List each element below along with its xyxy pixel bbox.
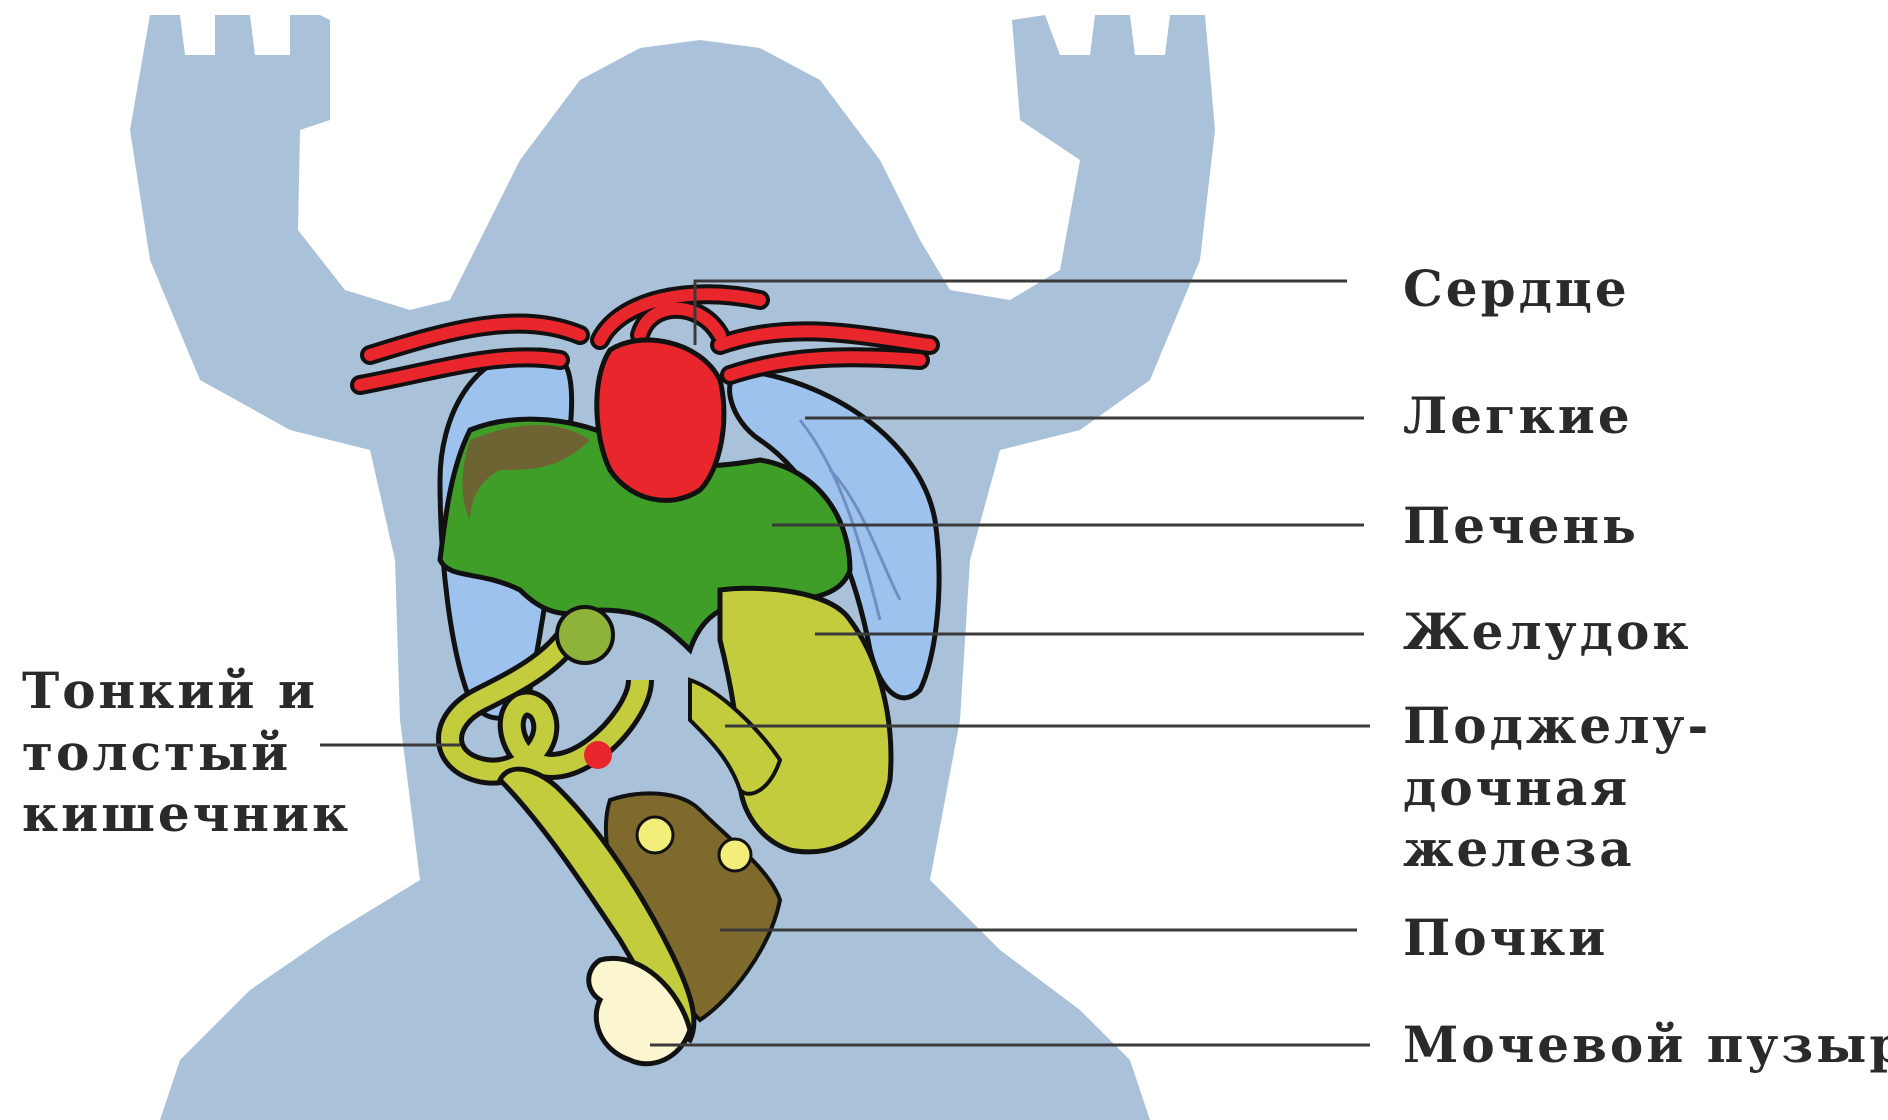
label-liver: Печень bbox=[1403, 495, 1639, 557]
label-pancreas-line2: дочная bbox=[1403, 757, 1630, 819]
label-intestine-line1: Тонкий и bbox=[22, 660, 318, 722]
label-pancreas-line3: железа bbox=[1403, 818, 1635, 880]
gall-bladder bbox=[557, 607, 613, 663]
label-stomach: Желудок bbox=[1403, 601, 1691, 663]
kidney-gland-right bbox=[719, 839, 751, 871]
label-intestine-line2: толстый bbox=[22, 722, 291, 784]
label-pancreas-line1: Поджелу- bbox=[1403, 695, 1711, 757]
label-kidneys: Почки bbox=[1403, 907, 1608, 969]
heart bbox=[597, 340, 724, 500]
label-intestine-line3: кишечник bbox=[22, 783, 351, 845]
spleen bbox=[584, 741, 612, 769]
label-bladder: Мочевой пузырь bbox=[1403, 1014, 1888, 1076]
label-heart: Сердце bbox=[1403, 258, 1630, 320]
label-lungs: Легкие bbox=[1403, 385, 1633, 447]
kidney-gland-left bbox=[637, 817, 673, 853]
